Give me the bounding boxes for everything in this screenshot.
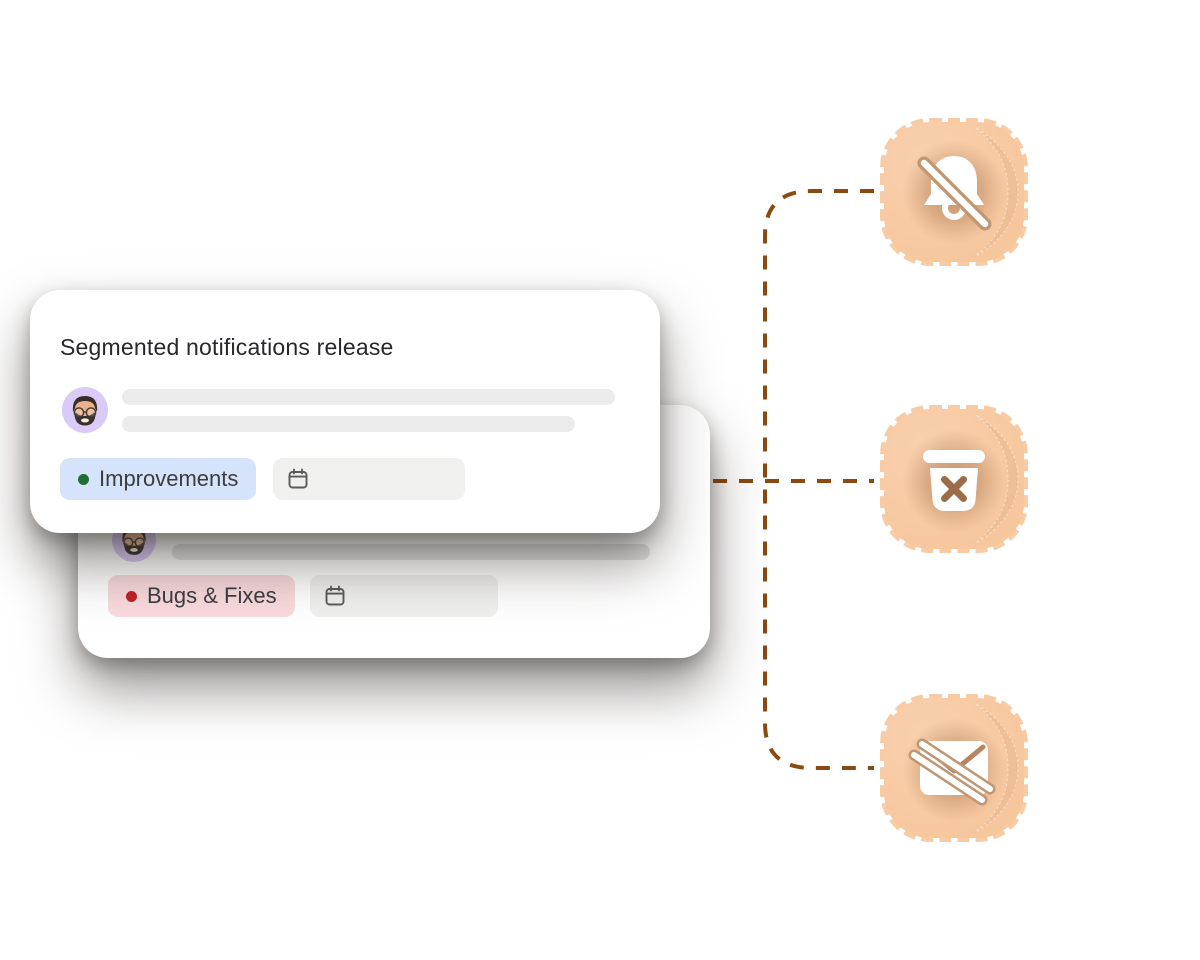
calendar-icon	[288, 468, 308, 489]
bell-muted-icon	[902, 127, 1019, 257]
delete-notifications-sticker[interactable]	[880, 405, 1028, 553]
skeleton-text-line	[122, 416, 575, 432]
calendar-icon	[325, 585, 345, 606]
date-field[interactable]	[310, 575, 498, 617]
card-title: Segmented notifications release	[60, 334, 394, 360]
mute-notifications-sticker[interactable]	[880, 118, 1028, 266]
mute-email-sticker[interactable]	[880, 694, 1028, 842]
connector-branch-path	[763, 189, 874, 770]
release-card-front: Segmented notifications release Improvem…	[30, 290, 660, 533]
mail-muted-icon	[902, 703, 1019, 833]
skeleton-text-line	[122, 389, 615, 405]
tag-label: Improvements	[99, 466, 239, 491]
trash-delete-icon	[902, 414, 1019, 544]
tag-label: Bugs & Fixes	[147, 583, 277, 608]
skeleton-text-line	[172, 544, 650, 560]
tag-bugs-fixes[interactable]: Bugs & Fixes	[108, 575, 295, 617]
avatar	[62, 387, 108, 433]
date-field[interactable]	[273, 458, 465, 500]
green-status-dot	[78, 473, 89, 485]
tag-improvements[interactable]: Improvements	[60, 458, 257, 500]
red-status-dot	[126, 590, 137, 602]
